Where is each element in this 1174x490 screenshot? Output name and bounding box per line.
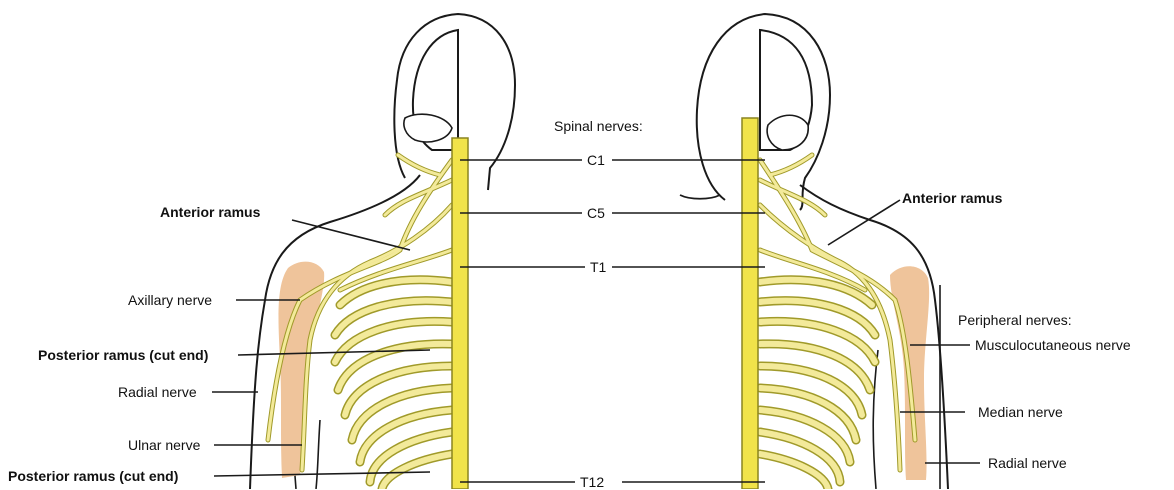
- spinal-level-t12: T12: [580, 474, 604, 490]
- musculocutaneous-nerve-label: Musculocutaneous nerve: [975, 337, 1131, 353]
- ulnar-nerve-label: Ulnar nerve: [128, 437, 200, 453]
- right-figure: [680, 14, 948, 489]
- right-radial-nerve-label: Radial nerve: [988, 455, 1067, 471]
- spinal-nerves-header: Spinal nerves:: [554, 118, 643, 134]
- spinal-level-c5: C5: [587, 205, 605, 221]
- spinal-level-t1: T1: [590, 259, 606, 275]
- median-nerve-label: Median nerve: [978, 404, 1063, 420]
- left-figure: [250, 14, 515, 489]
- peripheral-nerves-header: Peripheral nerves:: [958, 312, 1072, 328]
- right-anterior-ramus-label: Anterior ramus: [902, 190, 1002, 206]
- right-spinal-cord: [742, 118, 758, 489]
- left-anterior-ramus-label: Anterior ramus: [160, 204, 260, 220]
- left-spinal-cord: [452, 138, 468, 489]
- left-posterior-ramus-label-2: Posterior ramus (cut end): [8, 468, 178, 484]
- left-radial-nerve-label: Radial nerve: [118, 384, 197, 400]
- left-trunk-side: [316, 420, 320, 489]
- right-inner-arm: [873, 350, 878, 489]
- right-jaw: [767, 115, 808, 150]
- axillary-nerve-label: Axillary nerve: [128, 292, 212, 308]
- left-posterior-ramus-label-1: Posterior ramus (cut end): [38, 347, 208, 363]
- spinal-level-c1: C1: [587, 152, 605, 168]
- right-neck-left: [680, 195, 720, 199]
